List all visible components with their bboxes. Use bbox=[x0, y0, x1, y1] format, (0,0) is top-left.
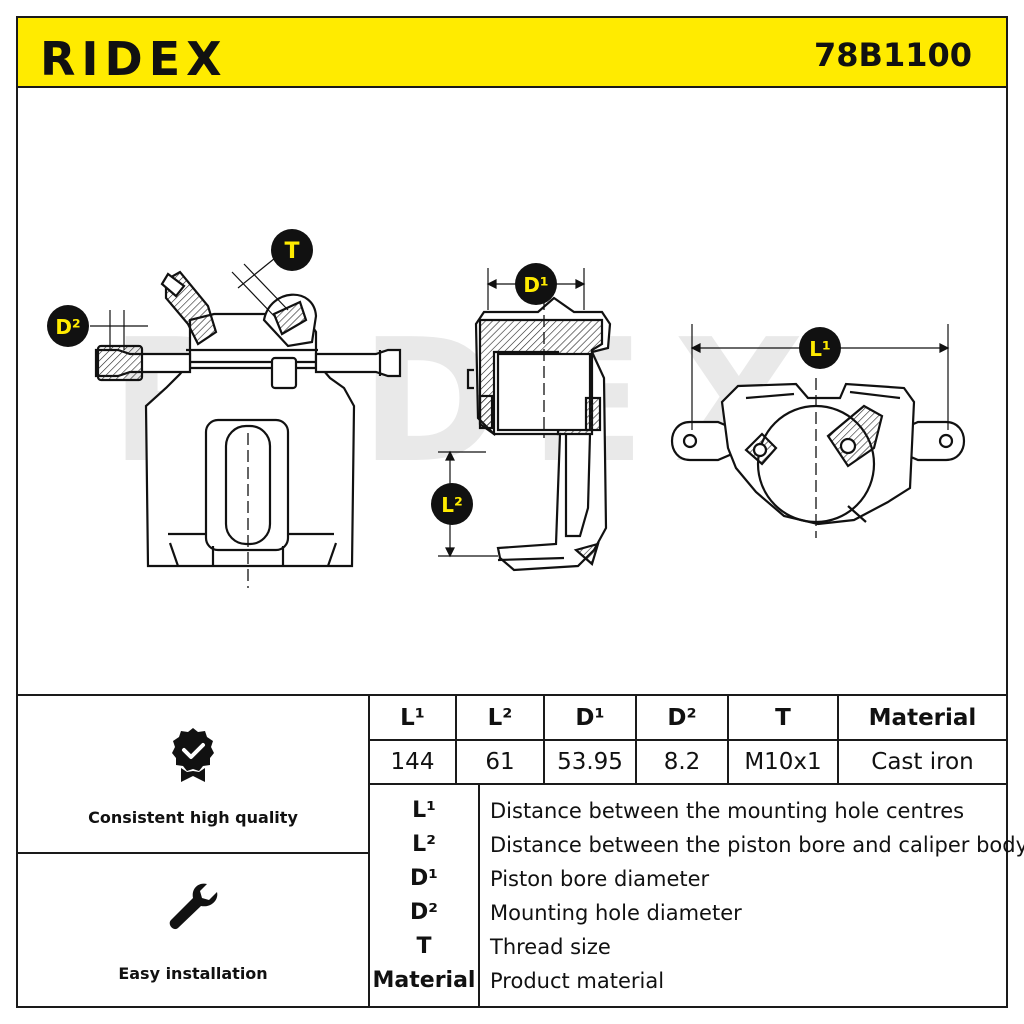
legend-key: T bbox=[416, 934, 432, 959]
spec-header-t: T bbox=[728, 696, 839, 741]
header-bar: RIDEX 78B1100 bbox=[18, 18, 1006, 88]
l1-dimension bbox=[690, 324, 950, 430]
legend-divider bbox=[478, 784, 480, 1008]
caliper-drawing-svg: RIDEX bbox=[47, 229, 966, 588]
spec-header-d2: D² bbox=[636, 696, 729, 741]
spec-header-d1: D¹ bbox=[544, 696, 637, 741]
legend-row: T Thread size bbox=[370, 930, 1006, 964]
callout-d1-label: D¹ bbox=[523, 273, 548, 297]
legend-key: D² bbox=[410, 900, 438, 925]
legend-desc: Distance between the mounting hole centr… bbox=[490, 799, 965, 823]
callout-t: T bbox=[271, 229, 313, 271]
feature-installation-label: Easy installation bbox=[118, 964, 268, 983]
quality-badge-icon bbox=[172, 728, 214, 782]
legend-key: L² bbox=[412, 832, 436, 857]
feature-quality-label: Consistent high quality bbox=[88, 808, 298, 827]
legend-key: L¹ bbox=[412, 798, 436, 823]
d2-dimension bbox=[90, 310, 148, 350]
wrench-icon bbox=[169, 883, 218, 930]
spec-header-l2: L² bbox=[456, 696, 545, 741]
legend-key: D¹ bbox=[410, 866, 438, 891]
caliper-rear-view bbox=[670, 378, 966, 538]
caliper-section-view bbox=[466, 296, 612, 572]
legend-row: L² Distance between the piston bore and … bbox=[370, 828, 1024, 862]
spec-header-row: L¹ L² D¹ D² T Material bbox=[370, 696, 1006, 741]
spec-value-row: 144 61 53.95 8.2 M10x1 Cast iron bbox=[370, 740, 1006, 785]
legend-row: D¹ Piston bore diameter bbox=[370, 862, 1006, 896]
callout-l1-label: L¹ bbox=[809, 337, 831, 361]
spec-value-l2: 61 bbox=[456, 740, 545, 785]
spec-value-material: Cast iron bbox=[838, 740, 1006, 785]
part-number: 78B1100 bbox=[814, 36, 972, 74]
spec-value-d1: 53.95 bbox=[544, 740, 637, 785]
legend-desc: Distance between the piston bore and cal… bbox=[490, 833, 1024, 857]
callout-t-label: T bbox=[284, 239, 299, 264]
spec-value-t: M10x1 bbox=[728, 740, 839, 785]
callout-d1: D¹ bbox=[515, 263, 557, 305]
legend-row: D² Mounting hole diameter bbox=[370, 896, 1006, 930]
legend-desc: Mounting hole diameter bbox=[490, 901, 742, 925]
caliper-front-view bbox=[94, 270, 402, 588]
legend-row: L¹ Distance between the mounting hole ce… bbox=[370, 794, 1006, 828]
t-dimension bbox=[231, 253, 289, 319]
legend-desc: Product material bbox=[490, 969, 665, 993]
info-panel: Consistent high quality Easy installatio… bbox=[18, 694, 1024, 1008]
brand-logo: RIDEX bbox=[40, 32, 228, 86]
callout-l1: L¹ bbox=[799, 327, 841, 369]
feature-installation: Easy installation bbox=[18, 852, 368, 1008]
legend: L¹ Distance between the mounting hole ce… bbox=[370, 784, 1024, 1008]
legend-row: Material Product material bbox=[370, 964, 1006, 998]
spec-table: L¹ L² D¹ D² T Material 144 61 53.95 8.2 … bbox=[370, 696, 1006, 785]
callout-d2: D² bbox=[47, 305, 89, 347]
spec-header-material: Material bbox=[838, 696, 1006, 741]
technical-drawing: RIDEX bbox=[18, 88, 1006, 696]
legend-key: Material bbox=[372, 968, 476, 993]
feature-list: Consistent high quality Easy installatio… bbox=[18, 696, 370, 1008]
product-sheet: RIDEX 78B1100 RIDEX bbox=[16, 16, 1024, 1008]
spec-value-l1: 144 bbox=[370, 740, 457, 785]
legend-desc: Piston bore diameter bbox=[490, 867, 710, 891]
spec-header-l1: L¹ bbox=[370, 696, 457, 741]
legend-desc: Thread size bbox=[490, 935, 611, 959]
callout-l2-label: L² bbox=[441, 493, 463, 517]
feature-quality: Consistent high quality bbox=[18, 696, 368, 852]
callout-l2: L² bbox=[431, 483, 473, 525]
spec-value-d2: 8.2 bbox=[636, 740, 729, 785]
callout-d2-label: D² bbox=[55, 315, 80, 339]
